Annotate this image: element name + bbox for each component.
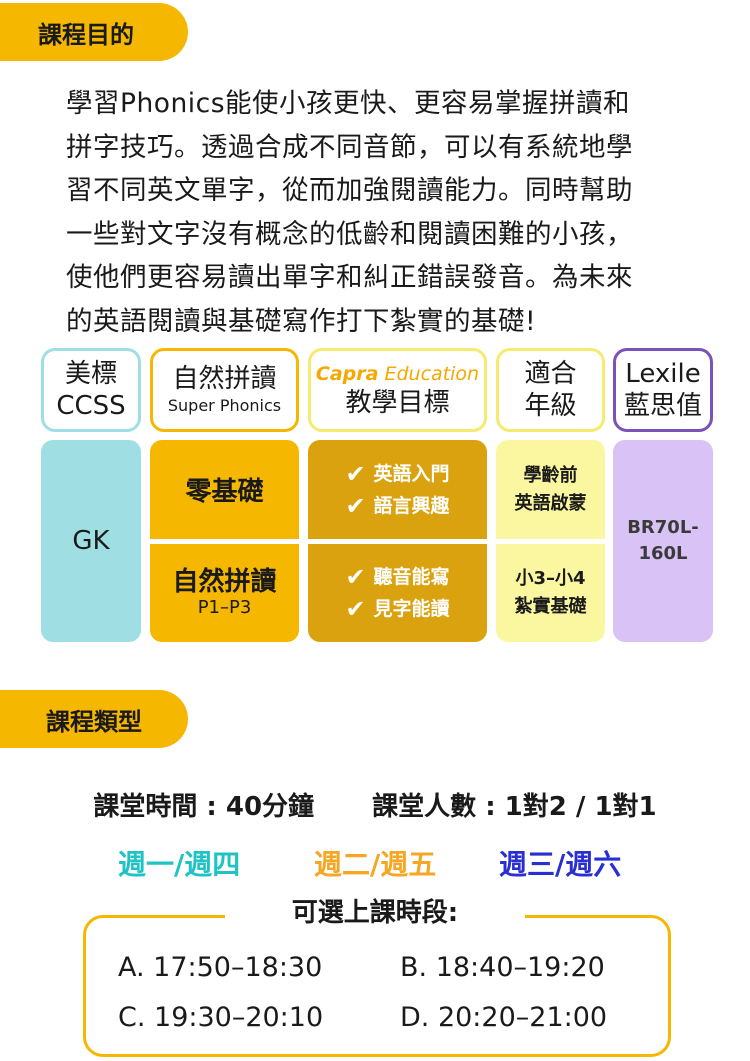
fit-cell-1: 學齡前 英語啟蒙 [496, 440, 605, 539]
phonics-cell-sub: P1–P3 [197, 597, 252, 618]
fit-line: 小3–小4 [515, 568, 586, 589]
header-phonics: 自然拼讀 Super Phonics [150, 348, 299, 432]
day-option-tue-fri: 週二/週五 [314, 848, 437, 881]
time-slot-b: B. 18:40–19:20 [400, 952, 605, 983]
time-slots-box [83, 915, 671, 1057]
check-icon: ✔ [345, 491, 366, 520]
check-icon: ✔ [345, 459, 366, 488]
phonics-cell-main: 自然拼讀 [172, 567, 277, 597]
section-tab-label: 課程類型 [46, 707, 142, 736]
check-icon: ✔ [345, 563, 366, 591]
time-slot-a: A. 17:50–18:30 [118, 952, 323, 983]
header-lexile-line2: 藍思值 [623, 391, 702, 421]
day-option-mon-thu: 週一/週四 [118, 848, 241, 881]
column-phonics: 零基礎 自然拼讀 P1–P3 [150, 440, 299, 642]
section-tab-label: 課程目的 [38, 20, 134, 49]
phonics-cell-2: 自然拼讀 P1–P3 [150, 544, 299, 642]
header-suitable-grade: 適合 年級 [496, 348, 605, 432]
lexile-value-line2: 160L [638, 543, 688, 564]
header-goal-line2: 教學目標 [345, 388, 450, 418]
time-slot-c: C. 19:30–20:10 [118, 1002, 324, 1033]
column-teaching-goal: ✔英語入門 ✔語言興趣 ✔聽音能寫 ✔見字能讀 [308, 440, 487, 642]
section-tab-course-type: 課程類型 [0, 690, 188, 748]
row-divider [496, 539, 605, 544]
time-slots-title: 可選上課時段: [225, 891, 525, 935]
goal-line: 的英語閱讀與基礎寫作打下紮實的基礎! [66, 305, 537, 337]
header-phonics-line2: Super Phonics [167, 396, 282, 415]
day-option-wed-sat: 週三/週六 [499, 848, 622, 881]
class-size: 課堂人數 : 1對2 / 1對1 [372, 792, 657, 822]
column-lexile: BR70L- 160L [613, 440, 713, 642]
header-fit-line2: 年級 [524, 391, 577, 421]
fit-cell-2: 小3–小4 紮實基礎 [496, 544, 605, 642]
fit-line: 紮實基礎 [514, 596, 587, 617]
goal-cell-1: ✔英語入門 ✔語言興趣 [308, 440, 487, 539]
goal-item: ✔英語入門 [345, 459, 450, 488]
header-lexile: Lexile 藍思值 [613, 348, 713, 432]
column-suitable-grade: 學齡前 英語啟蒙 小3–小4 紮實基礎 [496, 440, 605, 642]
phonics-cell-main: 零基礎 [185, 477, 264, 507]
lexile-value-line1: BR70L- [627, 517, 699, 538]
class-info-line: 課堂時間 : 40分鐘 課堂人數 : 1對2 / 1對1 [0, 786, 750, 823]
goal-item: ✔見字能讀 [345, 595, 450, 623]
goal-line: 一些對文字沒有概念的低齡和閱讀困難的小孩， [66, 218, 633, 250]
header-ccss-line2: CCSS [56, 391, 126, 421]
fit-line: 學齡前 [523, 464, 578, 486]
course-goal-paragraph: 學習Phonics能使小孩更快、更容易掌握拼讀和 拼字技巧。透過合成不同音節，可… [66, 82, 696, 343]
goal-item: ✔語言興趣 [345, 491, 450, 520]
check-icon: ✔ [345, 595, 366, 623]
ccss-value: GK [72, 526, 110, 556]
goal-item: ✔聽音能寫 [345, 563, 450, 591]
column-ccss: GK [41, 440, 141, 642]
time-slot-d: D. 20:20–21:00 [400, 1002, 608, 1033]
header-teaching-goal: Capra Education 教學目標 [308, 348, 487, 432]
phonics-cell-1: 零基礎 [150, 440, 299, 539]
fit-line: 英語啟蒙 [514, 492, 587, 514]
row-divider [150, 539, 299, 544]
goal-line: 拼字技巧。透過合成不同音節，可以有系統地學 [66, 131, 633, 163]
header-fit-line1: 適合 [524, 359, 577, 389]
header-phonics-line1: 自然拼讀 [172, 364, 277, 394]
header-ccss-line1: 美標 [64, 359, 117, 389]
class-duration: 課堂時間 : 40分鐘 [93, 792, 315, 822]
lexile-value: BR70L- 160L [613, 440, 713, 642]
header-ccss: 美標 CCSS [41, 348, 141, 432]
row-divider [308, 539, 487, 544]
goal-line: 習不同英文單字，從而加強閱讀能力。同時幫助 [66, 175, 633, 206]
brand-logo-text: Capra Education [315, 363, 480, 385]
goal-line: 使他們更容易讀出單字和糾正錯誤發音。為未來 [66, 262, 633, 293]
goal-cell-2: ✔聽音能寫 ✔見字能讀 [308, 544, 487, 642]
goal-line: 學習Phonics能使小孩更快、更容易掌握拼讀和 [66, 88, 631, 119]
section-tab-course-goal: 課程目的 [0, 3, 188, 61]
header-lexile-line1: Lexile [625, 359, 701, 389]
